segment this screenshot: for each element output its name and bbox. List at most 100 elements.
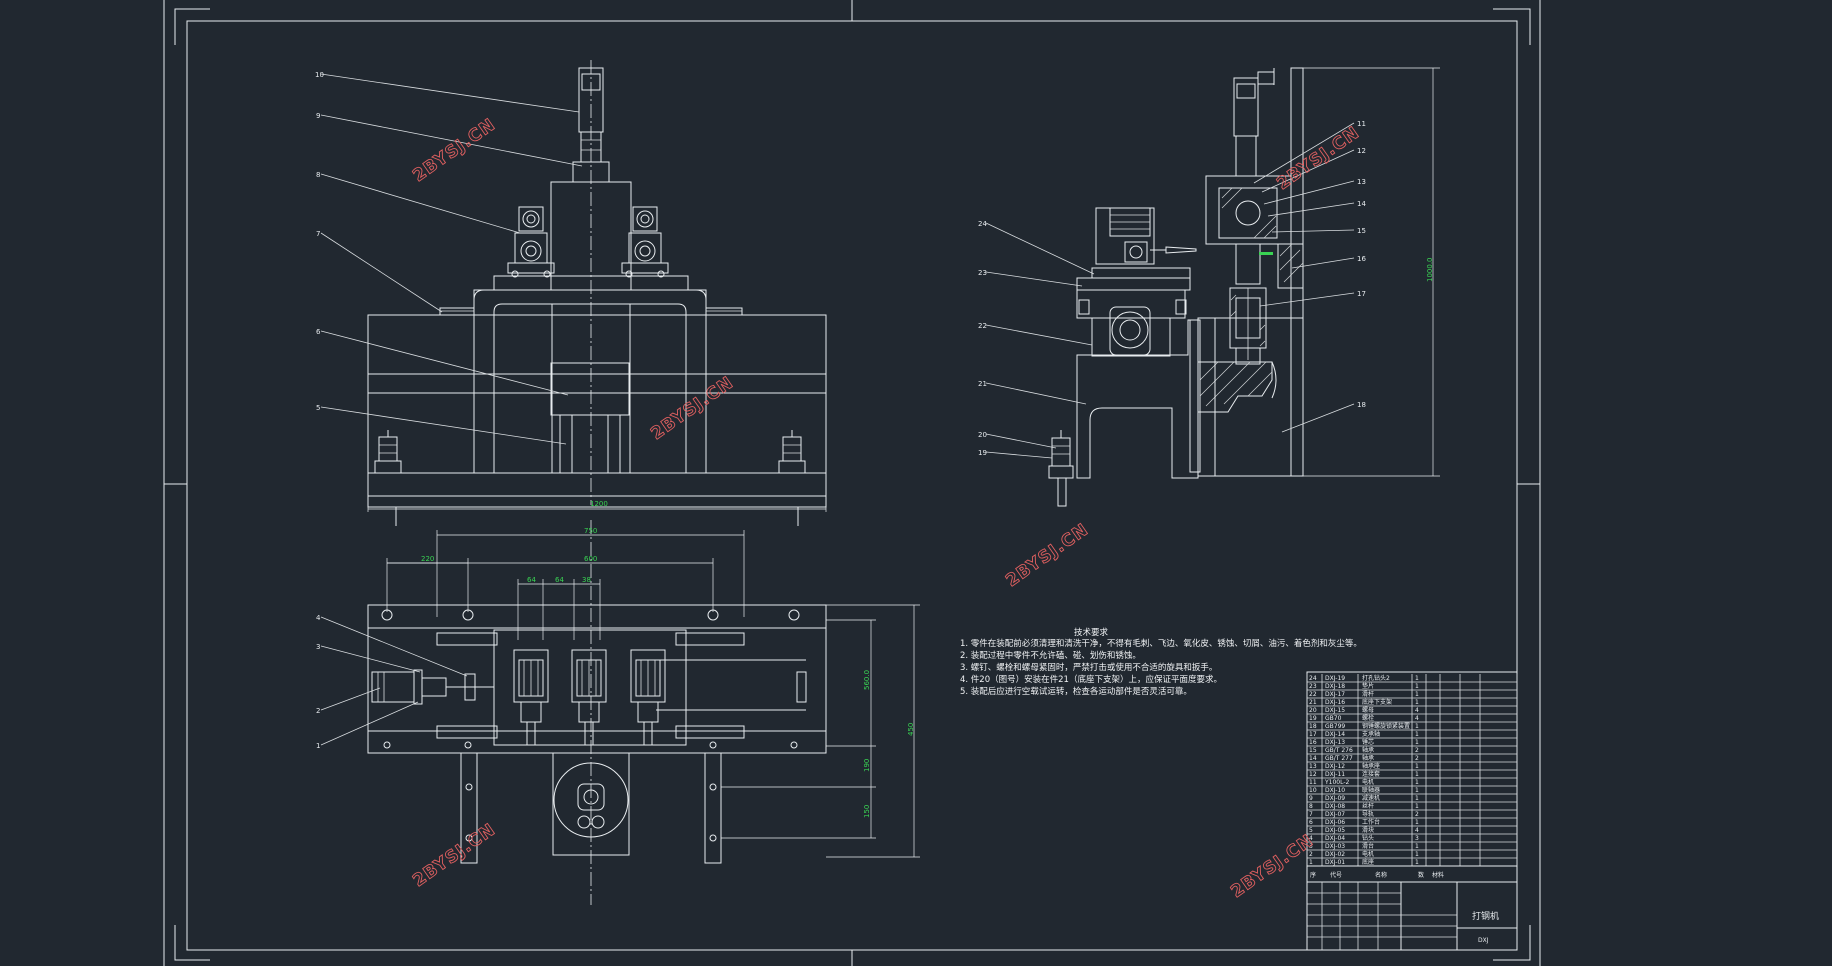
bom-cell-qty: 1 xyxy=(1415,859,1419,866)
bom-cell-code: DXJ-18 xyxy=(1325,683,1345,690)
bom-cell-code: DXJ-09 xyxy=(1325,795,1345,802)
bom-cell-code: DXJ-11 xyxy=(1325,771,1345,778)
watermark: 2BYSJ.CN xyxy=(409,115,499,186)
bom-cell-code: DXJ-04 xyxy=(1325,835,1345,842)
bom-cell-no: 18 xyxy=(1309,723,1317,730)
bom-cell-name: 轴承 xyxy=(1362,746,1374,754)
callout-9: 9 xyxy=(316,112,320,120)
bom-header-code: 代号 xyxy=(1330,871,1342,879)
watermark: 2BYSJ.CN xyxy=(1002,520,1092,591)
bom-cell-qty: 1 xyxy=(1415,675,1419,682)
front-view: 1200 10 9 8 7 6 5 xyxy=(315,60,827,526)
callout-7: 7 xyxy=(316,230,320,238)
bom-cell-qty: 2 xyxy=(1415,811,1419,818)
callout-13: 13 xyxy=(1357,178,1366,186)
dim-top-span: 750 xyxy=(584,527,597,535)
sheet-frame xyxy=(163,0,1541,966)
bom-cell-qty: 1 xyxy=(1415,723,1419,730)
callout-18: 18 xyxy=(1357,401,1366,409)
dim-plan-lower-b: 150 xyxy=(863,805,871,818)
notes-heading: 技术要求 xyxy=(1074,627,1109,638)
note-2: 2. 装配过程中零件不允许磕、碰、划伤和锈蚀。 xyxy=(960,650,1141,661)
bom-cell-code: DXJ-15 xyxy=(1325,707,1345,714)
right-gear-assembly xyxy=(621,206,669,278)
bom-cell-name: 轴承 xyxy=(1362,754,1374,762)
bom-cell-no: 12 xyxy=(1309,771,1317,778)
bom-cell-code: Y100L-2 xyxy=(1324,779,1350,786)
bom-cell-name: 底座 xyxy=(1362,858,1374,866)
bom-cell-qty: 3 xyxy=(1415,835,1419,842)
bom-cell-qty: 2 xyxy=(1415,755,1419,762)
callout-2: 2 xyxy=(316,707,320,715)
callout-10: 10 xyxy=(315,71,324,79)
bom-cell-qty: 1 xyxy=(1415,795,1419,802)
bom-cell-no: 2 xyxy=(1309,851,1313,858)
plan-view: 750 600 220 64 64 38 xyxy=(316,520,920,905)
bom-cell-qty: 1 xyxy=(1415,763,1419,770)
bom-cell-no: 14 xyxy=(1309,755,1317,762)
note-4: 4. 件20（图号）安装在件21（底座下支架）上，应保证平面度要求。 xyxy=(960,674,1222,685)
bom-cell-no: 17 xyxy=(1309,731,1317,738)
callout-22: 22 xyxy=(978,322,987,330)
bom-cell-code: DXJ-07 xyxy=(1325,811,1345,818)
bom-cell-code: DXJ-01 xyxy=(1325,859,1345,866)
title-block-code: DXJ xyxy=(1478,937,1489,944)
callout-4: 4 xyxy=(316,614,321,622)
bom-cell-no: 6 xyxy=(1309,819,1313,826)
bom-header-no: 序 xyxy=(1310,871,1316,879)
bom-cell-name: 锤芯 xyxy=(1362,738,1374,746)
bom-cell-code: DXJ-02 xyxy=(1325,851,1345,858)
callout-1: 1 xyxy=(316,742,320,750)
bom-header-qty: 数 xyxy=(1418,871,1424,879)
bom-cell-no: 1 xyxy=(1309,859,1313,866)
bom-cell-code: DXJ-03 xyxy=(1325,843,1345,850)
bom-cell-name: 螺栓 xyxy=(1362,714,1374,722)
bom-cell-no: 10 xyxy=(1309,787,1317,794)
bom-cell-qty: 1 xyxy=(1415,843,1419,850)
callout-15: 15 xyxy=(1357,227,1366,235)
bom-cell-no: 19 xyxy=(1309,715,1317,722)
bom-cell-qty: 1 xyxy=(1415,691,1419,698)
bom-cell-name: 垫片 xyxy=(1362,682,1374,690)
note-5: 5. 装配后应进行空载试运转，检查各运动部件是否灵活可靠。 xyxy=(960,686,1192,697)
bom-cell-no: 20 xyxy=(1309,707,1317,714)
bom-cell-code: DXJ-19 xyxy=(1325,675,1345,682)
bom-cell-no: 16 xyxy=(1309,739,1317,746)
bom-cell-qty: 1 xyxy=(1415,851,1419,858)
dim-mid-span: 600 xyxy=(584,555,597,563)
dim-side-height: 1000.0 xyxy=(1426,258,1434,283)
bom-cell-name: 滑杆 xyxy=(1362,690,1374,698)
bom-cell-no: 13 xyxy=(1309,763,1317,770)
bom-cell-name: 电机 xyxy=(1362,778,1374,786)
bom-cell-name: 轴承座 xyxy=(1362,762,1380,770)
left-gear-assembly xyxy=(507,206,555,278)
callout-23: 23 xyxy=(978,269,987,277)
callout-12: 12 xyxy=(1357,147,1366,155)
bom-cell-qty: 1 xyxy=(1415,683,1419,690)
bom-cell-code: GB/T 277 xyxy=(1325,755,1353,762)
dim-plan-total: 450 xyxy=(907,723,915,736)
bom-cell-no: 9 xyxy=(1309,795,1313,802)
bom-cell-name: 底座下支架 xyxy=(1362,698,1392,706)
bom-cell-no: 7 xyxy=(1309,811,1313,818)
bom-cell-qty: 4 xyxy=(1415,827,1419,834)
bom-cell-code: DXJ-08 xyxy=(1325,803,1345,810)
dim-spacing-b: 64 xyxy=(555,576,564,584)
bom-cell-no: 4 xyxy=(1309,835,1313,842)
bom-cell-name: 钻头 xyxy=(1362,834,1374,842)
bom-cell-no: 24 xyxy=(1309,675,1317,682)
bom-cell-no: 8 xyxy=(1309,803,1313,810)
title-block: 打钢机 DXJ xyxy=(1306,881,1518,951)
dim-overall-width: 1200 xyxy=(590,500,608,508)
bom-cell-qty: 1 xyxy=(1415,787,1419,794)
bom-header-name: 名称 xyxy=(1375,871,1387,879)
watermark: 2BYSJ.CN xyxy=(1227,831,1317,902)
callout-24: 24 xyxy=(978,220,987,228)
bom-cell-no: 23 xyxy=(1309,683,1317,690)
callout-11: 11 xyxy=(1357,120,1366,128)
bom-cell-code: DXJ-17 xyxy=(1325,691,1345,698)
callout-3: 3 xyxy=(316,643,320,651)
bom-cell-name: 工作台 xyxy=(1362,818,1380,826)
